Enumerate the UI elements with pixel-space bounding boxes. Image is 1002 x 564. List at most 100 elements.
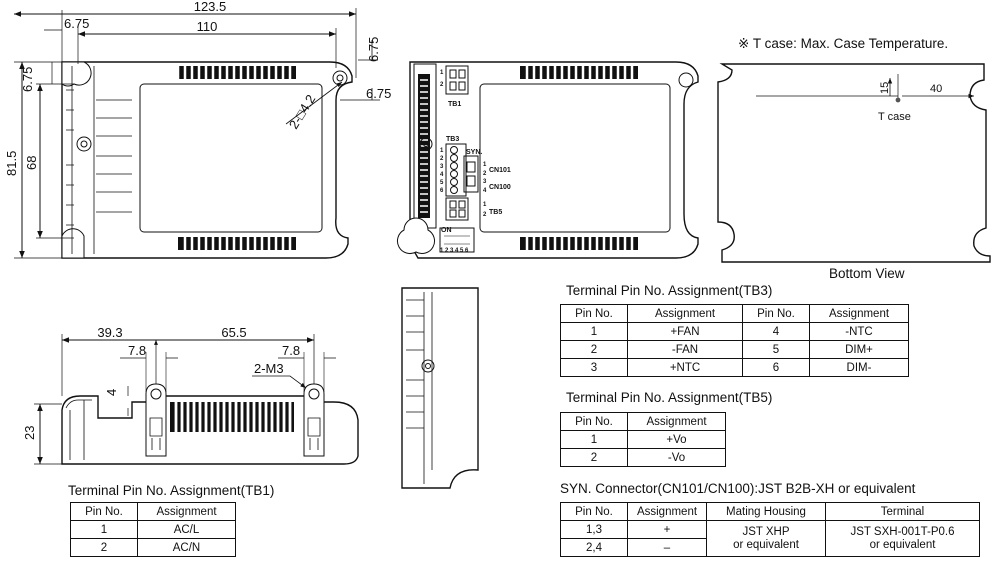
table-cell: DIM- <box>809 358 909 377</box>
tb3-table: Pin No. Assignment Pin No. Assignment 1 … <box>560 304 909 377</box>
tb3-pin-2: 2 <box>440 156 444 162</box>
dim-left-upper: 6.75 <box>20 67 35 92</box>
table-row: 2 -Vo <box>560 448 726 467</box>
cn-pin-4: 4 <box>483 188 487 194</box>
tb3-pin-1: 1 <box>440 148 444 154</box>
tb3-pin-5: 5 <box>440 180 444 186</box>
dim-top-inner: 110 <box>197 19 218 34</box>
dim-top-total: 123.5 <box>194 0 227 14</box>
tb5-label: TB5 <box>489 209 502 216</box>
table-cell: 1 <box>560 430 628 449</box>
tb1-table: Pin No. Assignment 1 AC/L 2 AC/N <box>70 502 236 557</box>
dim-side-h: 4 <box>104 389 119 396</box>
table-header: Assignment <box>627 502 707 521</box>
dim-height-outer: 81.5 <box>4 151 19 176</box>
tb5-table: Pin No. Assignment 1 +Vo 2 -Vo <box>560 412 726 467</box>
mating-housing-cell: JST XHP or equivalent <box>706 520 826 557</box>
table-cell: 2 <box>560 340 628 359</box>
dim-thread: 2-M3 <box>254 361 284 376</box>
table-row: 2,4 – <box>560 538 980 557</box>
table-row: 2 AC/N <box>70 538 236 557</box>
table-header: Assignment <box>137 502 236 521</box>
table-cell: -Vo <box>627 448 726 467</box>
vent-top <box>178 66 296 79</box>
cn101-label: CN101 <box>489 167 511 174</box>
table-cell: 4 <box>742 322 810 341</box>
table-row: 1,3 + JST XHP or equivalent JST SXH-001T… <box>560 520 980 557</box>
table-cell: 5 <box>742 340 810 359</box>
cn-pin-2: 2 <box>483 171 487 177</box>
cn100-label: CN100 <box>489 184 511 191</box>
terminal-line: or equivalent <box>869 538 936 551</box>
table-header: Pin No. <box>742 304 810 323</box>
table-cell: 1 <box>70 520 138 539</box>
table-row: 1 +FAN 4 -NTC <box>560 322 909 341</box>
table-header: Assignment <box>627 304 743 323</box>
table-header: Pin No. <box>560 412 628 431</box>
table-row: 3 +NTC 6 DIM- <box>560 358 909 377</box>
syn-table: Pin No. Assignment Mating Housing Termin… <box>560 502 980 557</box>
table-header: Pin No. <box>560 304 628 323</box>
table-cell: +NTC <box>627 358 743 377</box>
table-cell: DIM+ <box>809 340 909 359</box>
tb3-pin-4: 4 <box>440 172 444 178</box>
tcase-label: T case <box>878 111 911 123</box>
table-header: Terminal <box>825 502 980 521</box>
tb1-pin-2: 2 <box>440 82 444 88</box>
table-header: Assignment <box>809 304 909 323</box>
dim-right-side: 6.75 <box>366 86 391 101</box>
end-view <box>401 287 479 489</box>
table-cell: +Vo <box>627 430 726 449</box>
terminal-line: JST SXH-001T-P0.6 <box>850 525 955 538</box>
dim-top-left: 6.75 <box>64 16 89 31</box>
dim-side-a: 39.3 <box>97 325 122 340</box>
table-cell: -FAN <box>627 340 743 359</box>
terminal-cell: JST SXH-001T-P0.6 or equivalent <box>825 520 980 557</box>
dim-height-inner: 68 <box>24 156 39 170</box>
table-row: 1 AC/L <box>70 520 236 539</box>
dip-numbers: 1 2 3 4 5 6 <box>440 248 469 254</box>
tb5-pin-2: 2 <box>483 212 487 218</box>
tb3-table-title: Terminal Pin No. Assignment(TB3) <box>566 283 773 298</box>
tcase-view <box>717 63 991 263</box>
table-cell: – <box>627 538 707 557</box>
drawing-labels: ※ T case: Max. Case Temperature. T case … <box>440 36 948 281</box>
table-row: 2 -FAN 5 DIM+ <box>560 340 909 359</box>
table-cell: 3 <box>560 358 628 377</box>
dim-side-d: 7.8 <box>282 343 300 358</box>
table-cell: 2 <box>70 538 138 557</box>
table-cell: 6 <box>742 358 810 377</box>
tcase-note: ※ T case: Max. Case Temperature. <box>738 36 948 51</box>
tb3-label: TB3 <box>446 136 459 143</box>
table-cell: -NTC <box>809 322 909 341</box>
table-header: Mating Housing <box>706 502 826 521</box>
table-cell: AC/N <box>137 538 236 557</box>
tb1-table-title: Terminal Pin No. Assignment(TB1) <box>68 483 275 498</box>
tb5-table-title: Terminal Pin No. Assignment(TB5) <box>566 390 773 405</box>
dim-case-15: 15 <box>879 82 891 94</box>
mating-housing-line: or equivalent <box>733 538 799 551</box>
tb1-pin-1: 1 <box>440 70 444 76</box>
cn-pin-3: 3 <box>483 179 487 185</box>
table-cell: 2 <box>560 448 628 467</box>
table-header: Pin No. <box>560 502 628 521</box>
table-header: Assignment <box>627 412 726 431</box>
bottom-view-label: Bottom View <box>829 266 905 281</box>
table-cell: 1 <box>560 322 628 341</box>
dim-case-40: 40 <box>930 83 942 95</box>
dim-hole: 2-□4.2 <box>286 92 319 132</box>
top-view <box>14 8 380 259</box>
connector-view <box>396 61 699 259</box>
table-header: Pin No. <box>70 502 138 521</box>
tb1-label: TB1 <box>448 101 461 108</box>
side-view <box>34 334 359 465</box>
tb5-pin-1: 1 <box>483 202 487 208</box>
dim-right-top: 6.75 <box>366 37 381 62</box>
table-cell: + <box>627 520 707 539</box>
table-cell: 1,3 <box>560 520 628 539</box>
dip-on-label: ON <box>441 227 452 234</box>
tb3-pin-3: 3 <box>440 164 444 170</box>
dim-side-b: 65.5 <box>221 325 246 340</box>
dim-side-c: 7.8 <box>128 343 146 358</box>
